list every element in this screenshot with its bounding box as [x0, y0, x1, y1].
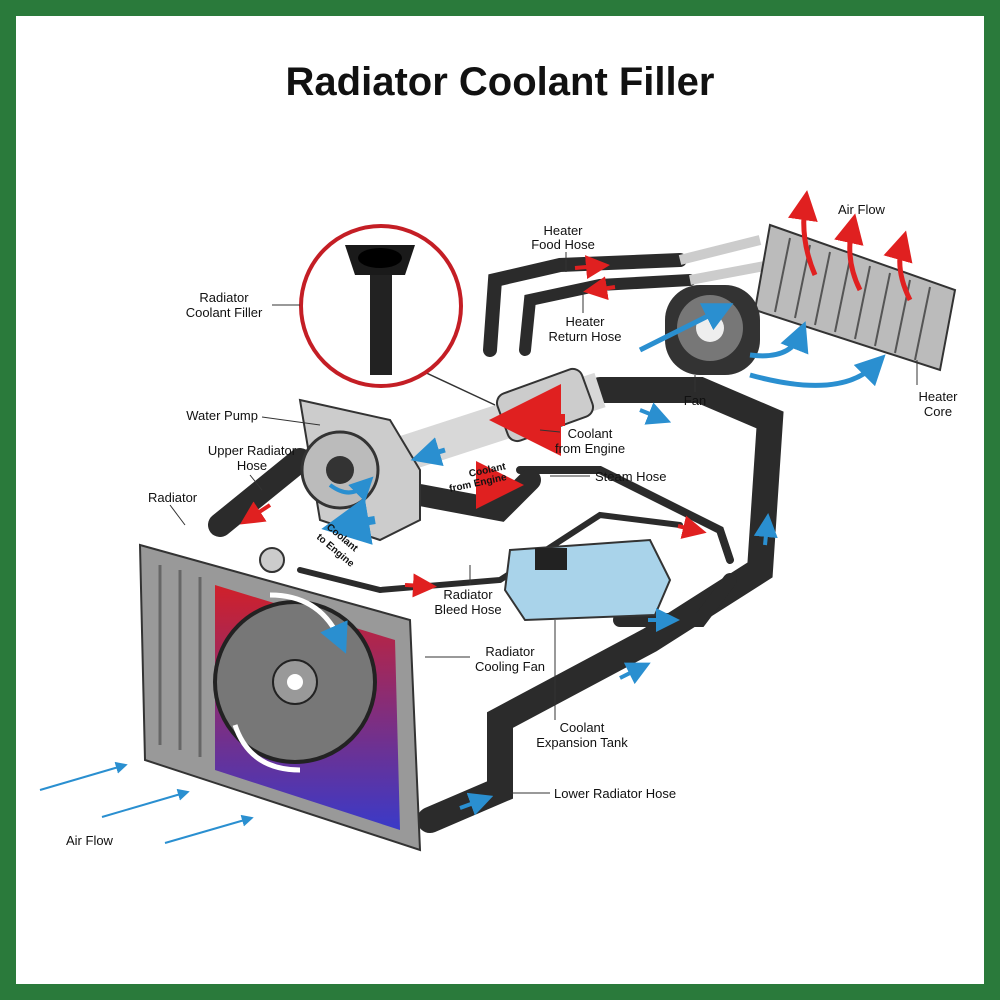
radiator-air-flow-arrows [39, 761, 254, 844]
svg-text:Air Flow: Air Flow [66, 833, 114, 848]
svg-text:Cooling Fan: Cooling Fan [475, 659, 545, 674]
svg-text:Hose: Hose [237, 458, 267, 473]
svg-text:Coolant Filler: Coolant Filler [186, 305, 263, 320]
svg-text:Radiator: Radiator [443, 587, 493, 602]
svg-text:Lower Radiator Hose: Lower Radiator Hose [554, 786, 676, 801]
svg-text:Heater: Heater [918, 389, 958, 404]
svg-text:Expansion Tank: Expansion Tank [536, 735, 628, 750]
water-pump [298, 398, 421, 545]
svg-text:Radiator: Radiator [199, 290, 249, 305]
heater-return-hose [519, 274, 696, 356]
svg-text:Coolant: Coolant [568, 426, 613, 441]
svg-text:Bleed Hose: Bleed Hose [434, 602, 501, 617]
svg-text:Radiator: Radiator [148, 490, 198, 505]
diagram-title: Radiator Coolant Filler [285, 60, 715, 104]
svg-text:Upper Radiator: Upper Radiator [208, 443, 297, 458]
radiator-cap [259, 547, 285, 573]
svg-text:Water Pump: Water Pump [186, 408, 258, 423]
coolant-expansion-tank [503, 538, 672, 622]
heater-food-hose [483, 253, 687, 357]
coolant-filler-inset [299, 224, 496, 406]
svg-text:Heater: Heater [565, 314, 605, 329]
tank-outlet-hose [613, 573, 737, 627]
leader-lines [169, 252, 918, 794]
svg-text:from Engine: from Engine [555, 441, 625, 456]
svg-text:Steam Hose: Steam Hose [595, 469, 667, 484]
heater-air-flow-arrows [788, 190, 913, 302]
radiator-bleed-hose-line [297, 511, 683, 594]
svg-text:Return Hose: Return Hose [549, 329, 622, 344]
svg-text:Core: Core [924, 404, 952, 419]
heater-core [753, 223, 957, 372]
svg-text:Fan: Fan [684, 393, 706, 408]
upper-radiator-hose [208, 448, 312, 537]
svg-text:Coolant: Coolant [560, 720, 605, 735]
blower-fan [638, 285, 886, 388]
svg-text:Food Hose: Food Hose [531, 237, 595, 252]
radiator-cooling-fan [213, 592, 377, 773]
steam-hose-line [516, 466, 734, 564]
svg-text:Air Flow: Air Flow [838, 202, 886, 217]
svg-text:Heater: Heater [543, 223, 583, 238]
svg-text:Radiator: Radiator [485, 644, 535, 659]
